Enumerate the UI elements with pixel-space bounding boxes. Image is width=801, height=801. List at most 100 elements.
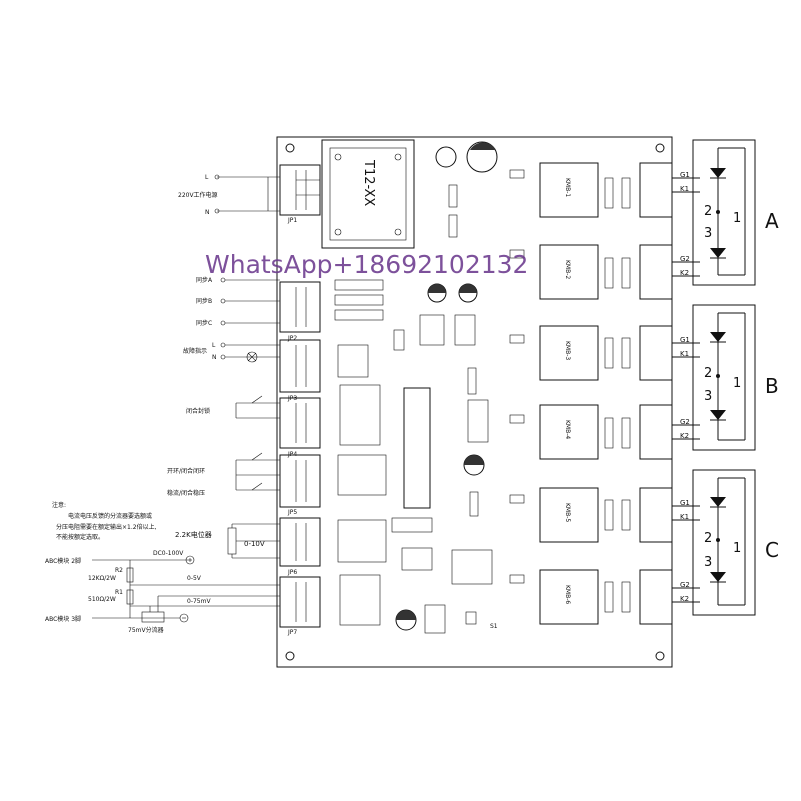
module-label: KMB-5 xyxy=(564,503,571,522)
connector-feedback: JP7 xyxy=(279,576,321,636)
dip-switch xyxy=(451,549,493,585)
abc-pin2-label: ABC模块 2脚 xyxy=(45,557,81,565)
ic-chip xyxy=(403,387,431,509)
g1-label: G1 xyxy=(680,171,690,179)
module-label: KMB-6 xyxy=(564,585,571,604)
r2-value: 12KΩ/2W xyxy=(88,575,116,582)
scr-group-c: G1 K1 G2 K2 2 3 1 C xyxy=(672,469,779,616)
trigger-module-3: KMB-3 xyxy=(539,325,673,381)
range-0-10v: 0-10V xyxy=(244,540,265,548)
module-label: KMB-1 xyxy=(564,178,571,197)
connector-label: JP2 xyxy=(287,335,297,342)
note-line-3: 不能按额定选取。 xyxy=(56,533,104,541)
stab-current-label: 稳流/闭合稳压 xyxy=(167,489,205,497)
module-label: KMB-3 xyxy=(564,341,571,360)
mount-hole xyxy=(285,651,295,661)
mode-switch-wiring: 开环/闭合闭环 稳流/闭合稳压 xyxy=(167,452,280,497)
mount-hole xyxy=(655,651,665,661)
connector-sync: JP2 xyxy=(279,281,321,342)
k1-label: K1 xyxy=(680,350,689,358)
g1-label: G1 xyxy=(680,336,690,344)
k2-label: K2 xyxy=(680,432,689,440)
note-block: 注意: 电流电压反馈的分流器要选额或 分压电阻需要在额定输出×1.2倍以上, 不… xyxy=(52,501,157,541)
fault-indicator-wiring: L 故障指示 N xyxy=(183,342,280,363)
connector-label: JP1 xyxy=(287,217,297,224)
connector-fault: JP3 xyxy=(279,339,321,402)
board-label: S1 xyxy=(490,623,498,630)
sync-wiring: 同步A 同步B 同步C xyxy=(196,276,280,327)
k1-label: K1 xyxy=(680,513,689,521)
potentiometer-icon xyxy=(227,527,237,555)
shunt-label: 75mV分流器 xyxy=(128,626,164,634)
terminal-2: 2 xyxy=(704,204,712,219)
abc-pin3-label: ABC模块 3脚 xyxy=(45,615,81,623)
phase-label-a: A xyxy=(765,209,779,233)
component-area: S1 xyxy=(334,279,498,634)
watermark-text: WhatsApp+18692102132 xyxy=(205,250,528,279)
terminal-1: 1 xyxy=(733,541,741,556)
potentiometer-wiring: 2.2K电位器 0-10V xyxy=(175,523,280,559)
terminal-3: 3 xyxy=(704,389,712,404)
scr-group-a: G1 K1 G2 K2 2 3 1 A xyxy=(672,139,779,286)
g2-label: G2 xyxy=(680,418,690,426)
r1-value: 510Ω/2W xyxy=(88,596,116,603)
k2-label: K2 xyxy=(680,269,689,277)
trigger-module-5: KMB-5 xyxy=(539,487,673,543)
transformer-label: T12-XX xyxy=(361,159,376,206)
trigger-module-2: KMB-2 xyxy=(539,244,673,300)
resistor-r1 xyxy=(126,589,134,605)
r2-label: R2 xyxy=(115,567,123,574)
trigger-module-6: KMB-6 xyxy=(539,569,673,625)
note-title: 注意: xyxy=(52,501,66,509)
connector-mode: JP5 xyxy=(279,454,321,516)
r1-label: R1 xyxy=(115,589,123,596)
potentiometer-label: 2.2K电位器 xyxy=(175,530,212,539)
open-close-loop-label: 开环/闭合闭环 xyxy=(167,467,205,475)
terminal-2: 2 xyxy=(704,531,712,546)
electrolytic-capacitor xyxy=(466,141,498,173)
note-line-2: 分压电阻需要在额定输出×1.2倍以上, xyxy=(56,523,157,531)
mount-hole xyxy=(655,143,665,153)
g2-label: G2 xyxy=(680,255,690,263)
terminal-3: 3 xyxy=(704,226,712,241)
terminal-2: 2 xyxy=(704,366,712,381)
phase-label-b: B xyxy=(765,374,779,398)
fault-n-label: N xyxy=(212,354,217,361)
feedback-wiring: ABC模块 2脚 DC0-100V R2 12KΩ/2W 0-5V R1 510… xyxy=(45,550,280,634)
connector-setpoint: JP6 xyxy=(279,517,321,576)
k2-label: K2 xyxy=(680,595,689,603)
connector-label: JP6 xyxy=(287,569,297,576)
connector-label: JP5 xyxy=(287,509,297,516)
connector-lock: JP4 xyxy=(279,397,321,458)
shunt-icon xyxy=(141,611,165,623)
connector-label: JP7 xyxy=(287,629,297,636)
trigger-module-1: KMB-1 xyxy=(539,162,673,218)
range-0-75mv: 0-75mV xyxy=(187,598,211,605)
module-side-components xyxy=(509,169,631,613)
component-block xyxy=(448,214,458,238)
switch-icon xyxy=(251,395,263,404)
connector-power: JP1 xyxy=(279,164,321,224)
fuse-holder xyxy=(435,146,457,168)
note-line-1: 电流电压反馈的分流器要选额或 xyxy=(68,512,152,520)
terminal-3: 3 xyxy=(704,555,712,570)
sync-c-label: 同步C xyxy=(196,319,212,327)
lamp-icon xyxy=(246,351,258,363)
resistor-r2 xyxy=(126,567,134,583)
power-title: 220V工作电源 xyxy=(178,191,218,199)
transformer: T12-XX xyxy=(321,139,415,249)
sync-b-label: 同步B xyxy=(196,297,212,305)
terminal-1: 1 xyxy=(733,211,741,226)
pcb-outline xyxy=(276,136,673,668)
g2-label: G2 xyxy=(680,581,690,589)
fault-l-label: L xyxy=(212,342,216,349)
close-lock-label: 闭合封锁 xyxy=(186,407,210,415)
sync-a-label: 同步A xyxy=(196,276,213,284)
g1-label: G1 xyxy=(680,499,690,507)
power-l-label: L xyxy=(205,174,209,181)
mount-hole xyxy=(285,143,295,153)
phase-label-c: C xyxy=(765,538,779,562)
switch-icon xyxy=(251,452,263,461)
